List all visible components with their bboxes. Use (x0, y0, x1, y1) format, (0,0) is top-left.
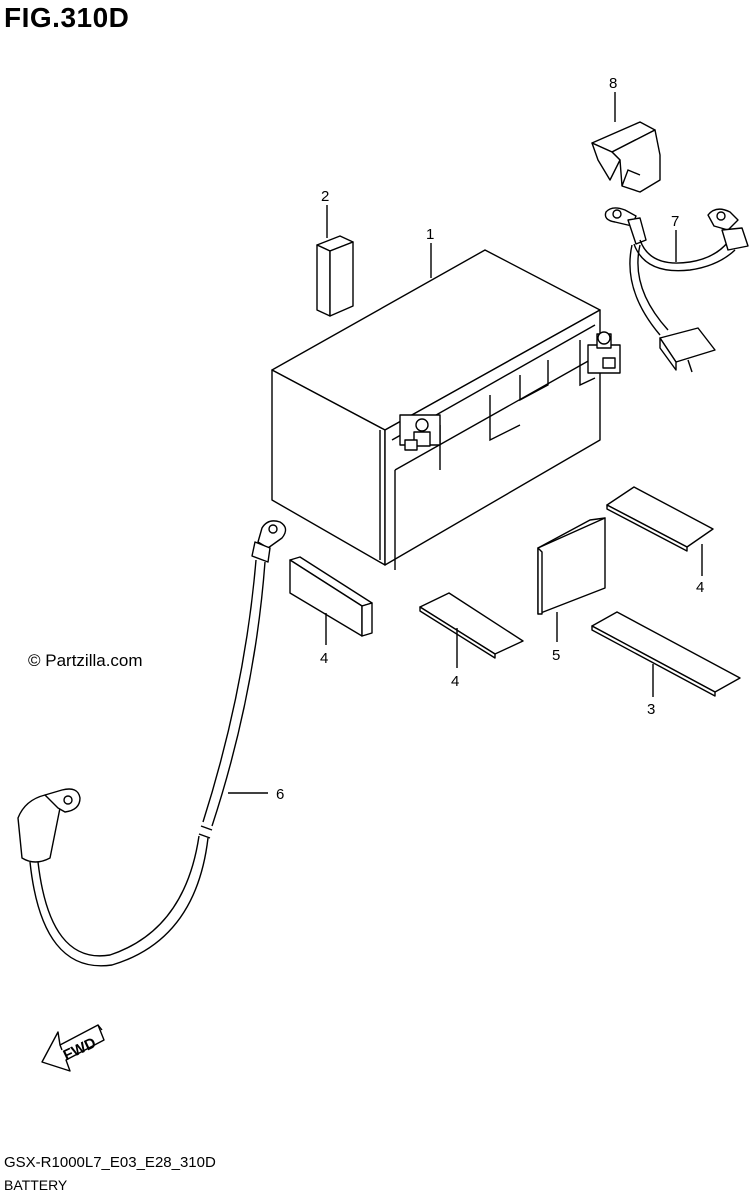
spacer-small[interactable] (316, 235, 354, 317)
callout-6: 6 (276, 786, 284, 803)
callout-1: 1 (426, 226, 434, 243)
fwd-arrow: FWD (41, 1024, 105, 1072)
negative-cable[interactable] (17, 520, 287, 967)
battery[interactable] (271, 249, 621, 570)
pad-block[interactable] (537, 517, 606, 615)
section-name: BATTERY (4, 1177, 68, 1193)
model-code: GSX-R1000L7_E03_E28_310D (4, 1154, 216, 1171)
callout-2: 2 (321, 188, 329, 205)
callout-7: 7 (671, 213, 679, 230)
figure-title: FIG.310D (4, 2, 130, 33)
terminal-cap[interactable] (591, 121, 661, 193)
callout-4b: 4 (320, 650, 328, 667)
pad-right[interactable] (606, 486, 714, 552)
pad-left[interactable] (289, 556, 373, 637)
pad-center[interactable] (419, 592, 524, 659)
callout-4c: 4 (451, 673, 459, 690)
callout-4a: 4 (696, 579, 704, 596)
callout-5: 5 (552, 647, 560, 664)
positive-lead[interactable] (604, 207, 749, 373)
callout-3: 3 (647, 701, 655, 718)
callout-8: 8 (609, 75, 617, 92)
copyright-watermark: © Partzilla.com (28, 651, 143, 670)
pad-long[interactable] (591, 611, 741, 697)
